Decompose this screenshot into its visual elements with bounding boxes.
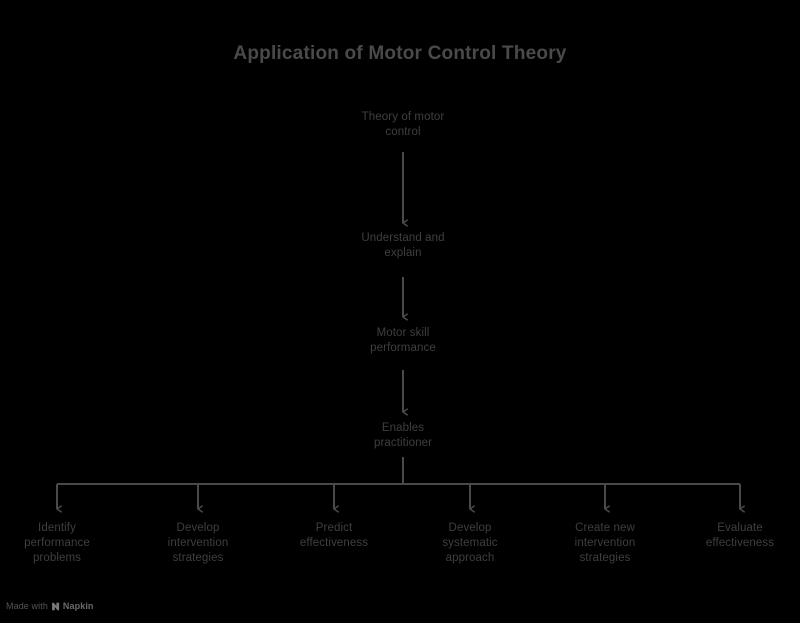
node-enables-practitioner[interactable]: Enables practitioner [323, 421, 483, 451]
napkin-logo-icon [51, 602, 60, 611]
node-predict-effectiveness[interactable]: Predict effectiveness [277, 521, 391, 551]
watermark-prefix: Made with [6, 601, 48, 611]
node-identify-performance-problems[interactable]: Identify performance problems [0, 521, 114, 566]
node-line: Motor skill [376, 327, 430, 339]
node-line: Create new [575, 522, 635, 534]
node-line: strategies [172, 552, 224, 564]
node-develop-systematic-approach[interactable]: Develop systematic approach [413, 521, 527, 566]
node-line: effectiveness [299, 537, 369, 549]
node-line: Enables [381, 422, 425, 434]
node-understand-and-explain[interactable]: Understand and explain [323, 231, 483, 261]
node-motor-skill-performance[interactable]: Motor skill performance [323, 326, 483, 356]
node-line: Develop [448, 522, 492, 534]
node-line: intervention [167, 537, 229, 549]
node-line: Evaluate [717, 522, 763, 534]
page-title: Application of Motor Control Theory [233, 43, 567, 64]
node-line: practitioner [373, 437, 433, 449]
node-line: Develop [176, 522, 220, 534]
node-line: Theory of motor [361, 111, 445, 123]
node-line: approach [445, 552, 495, 564]
node-line: strategies [579, 552, 631, 564]
node-develop-intervention-strategies[interactable]: Develop intervention strategies [141, 521, 255, 566]
node-line: performance [24, 537, 90, 549]
node-theory-of-motor-control[interactable]: Theory of motor control [323, 110, 483, 140]
node-line: effectiveness [705, 537, 775, 549]
watermark[interactable]: Made with Napkin [6, 600, 94, 612]
node-line: performance [370, 342, 436, 354]
node-line: explain [384, 247, 422, 259]
node-line: Understand and [361, 232, 445, 244]
node-evaluate-effectiveness[interactable]: Evaluate effectiveness [683, 521, 797, 551]
node-line: problems [32, 552, 82, 564]
node-line: control [385, 126, 421, 138]
watermark-brand: Napkin [62, 601, 94, 611]
node-line: Predict [315, 522, 353, 534]
node-line: intervention [574, 537, 636, 549]
node-line: Identify [38, 522, 76, 534]
node-create-new-intervention-strategies[interactable]: Create new intervention strategies [548, 521, 662, 566]
node-line: systematic [442, 537, 498, 549]
